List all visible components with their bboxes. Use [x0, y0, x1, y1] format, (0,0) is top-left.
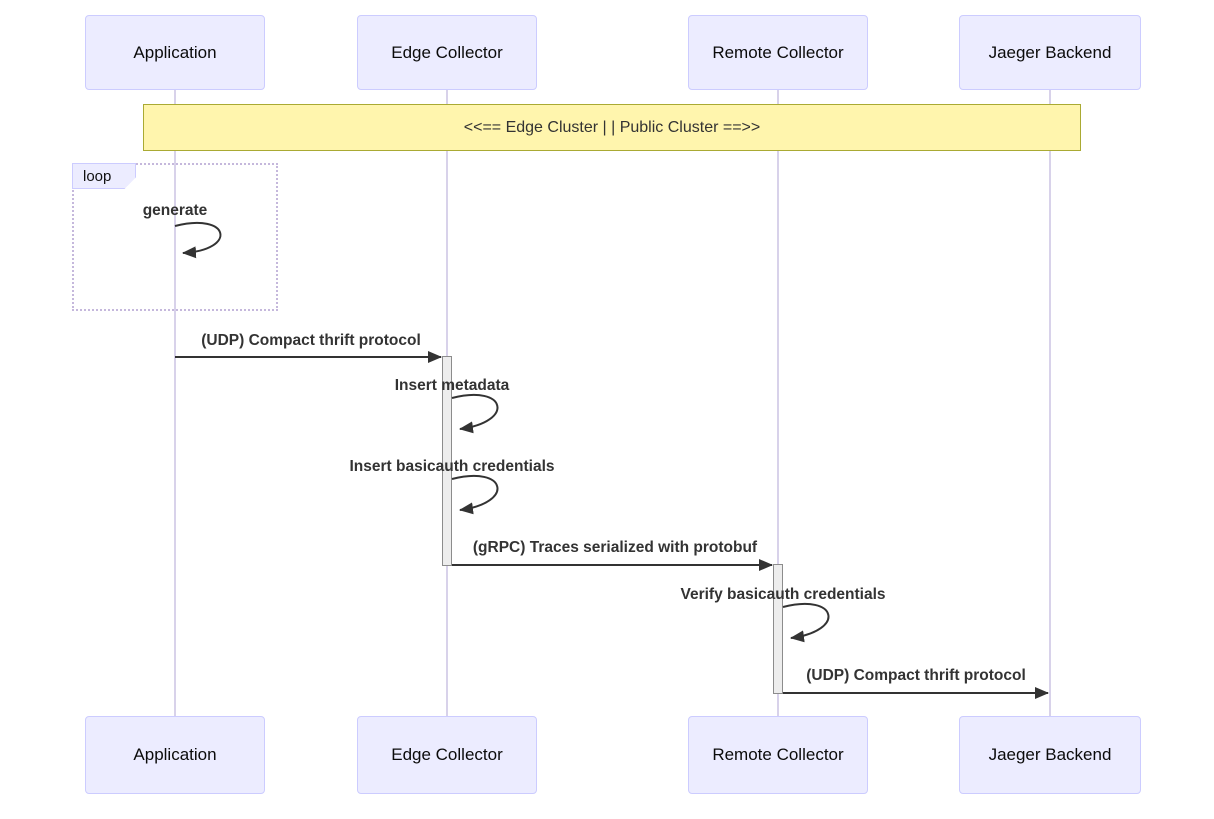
loop-label: loop: [83, 167, 112, 185]
arrow-verify-basicauth-self: [782, 602, 830, 643]
actor-bottom-remote-collector: Remote Collector: [688, 716, 868, 794]
arrow-insert-metadata-self: [451, 393, 499, 434]
actor-top-application: Application: [85, 15, 265, 90]
message-label-udp-thrift-1: (UDP) Compact thrift protocol: [201, 332, 421, 349]
actor-bottom-application: Application: [85, 716, 265, 794]
actor-label: Application: [133, 42, 217, 62]
actor-top-remote-collector: Remote Collector: [688, 15, 868, 90]
actor-label: Edge Collector: [391, 42, 503, 62]
loop-fragment: loop: [72, 163, 278, 311]
lifeline-jaeger-backend: [1049, 90, 1051, 716]
message-label-generate: generate: [142, 202, 208, 219]
activation-edge-collector: [442, 356, 452, 566]
lifeline-remote-collector: [777, 90, 779, 716]
actor-label: Application: [133, 745, 217, 764]
actor-bottom-edge-collector: Edge Collector: [357, 716, 537, 794]
note-cluster-banner: <<== Edge Cluster | | Public Cluster ==>…: [143, 104, 1081, 151]
actor-label: Remote Collector: [712, 42, 844, 62]
activation-remote-collector: [773, 564, 783, 694]
lifeline-application: [174, 90, 176, 716]
actor-label: Jaeger Backend: [988, 745, 1112, 764]
message-label-udp-thrift-2: (UDP) Compact thrift protocol: [806, 667, 1026, 684]
message-label-insert-metadata: Insert metadata: [394, 377, 510, 394]
actor-top-edge-collector: Edge Collector: [357, 15, 537, 90]
loop-label-tab: loop: [72, 163, 136, 189]
arrow-insert-basicauth-self: [451, 474, 499, 515]
message-label-insert-basicauth: Insert basicauth credentials: [349, 458, 555, 475]
actor-label: Remote Collector: [712, 745, 844, 764]
actor-label: Jaeger Backend: [988, 42, 1112, 62]
actor-bottom-jaeger-backend: Jaeger Backend: [959, 716, 1141, 794]
note-text: <<== Edge Cluster | | Public Cluster ==>…: [463, 118, 761, 136]
actor-top-jaeger-backend: Jaeger Backend: [959, 15, 1141, 90]
message-label-grpc-protobuf: (gRPC) Traces serialized with protobuf: [472, 539, 758, 556]
message-label-verify-basicauth: Verify basicauth credentials: [680, 586, 886, 603]
actor-label: Edge Collector: [391, 745, 503, 764]
